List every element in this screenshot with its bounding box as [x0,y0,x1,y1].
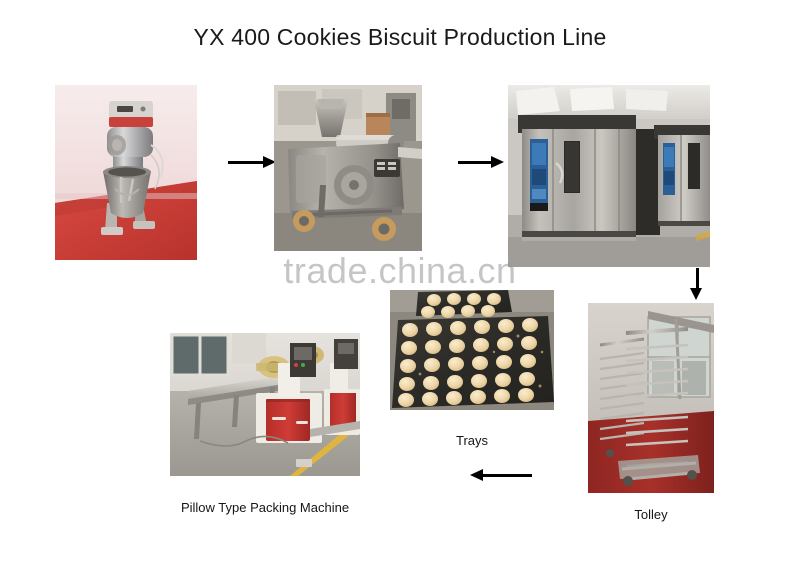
pillow-packing-machine-image [170,333,360,476]
page-title: YX 400 Cookies Biscuit Production Line [193,24,607,50]
trays-image [390,290,554,410]
arrow-trolley-to-packing [470,466,532,486]
arrow-head [470,469,483,481]
caption-trolley: Tolley [634,507,668,522]
arrow-shaft [696,268,699,290]
caption-packing-machine: Pillow Type Packing Machine [180,500,350,515]
arrow-shaft [458,161,493,164]
photo-trolley [588,303,714,493]
arrow-oven-to-trolley [688,268,708,300]
photo-cookie-depositor [274,85,422,251]
photo-rotary-rack-oven [508,85,710,267]
arrow-depositor-to-oven [458,153,504,173]
photo-pillow-packing-machine [170,333,360,476]
arrow-head [491,156,504,168]
arrow-mixer-to-depositor [228,153,276,173]
photo-trays [390,290,554,410]
arrow-head [690,288,702,300]
caption-trays: Trays [455,433,489,448]
cookie-depositor-image [274,85,422,251]
arrow-shaft [228,161,265,164]
rotary-rack-oven-image [508,85,710,267]
trolley-image [588,303,714,493]
arrow-head [263,156,276,168]
dough-mixer-image [55,85,197,260]
arrow-shaft [481,474,532,477]
photo-dough-mixer [55,85,197,260]
